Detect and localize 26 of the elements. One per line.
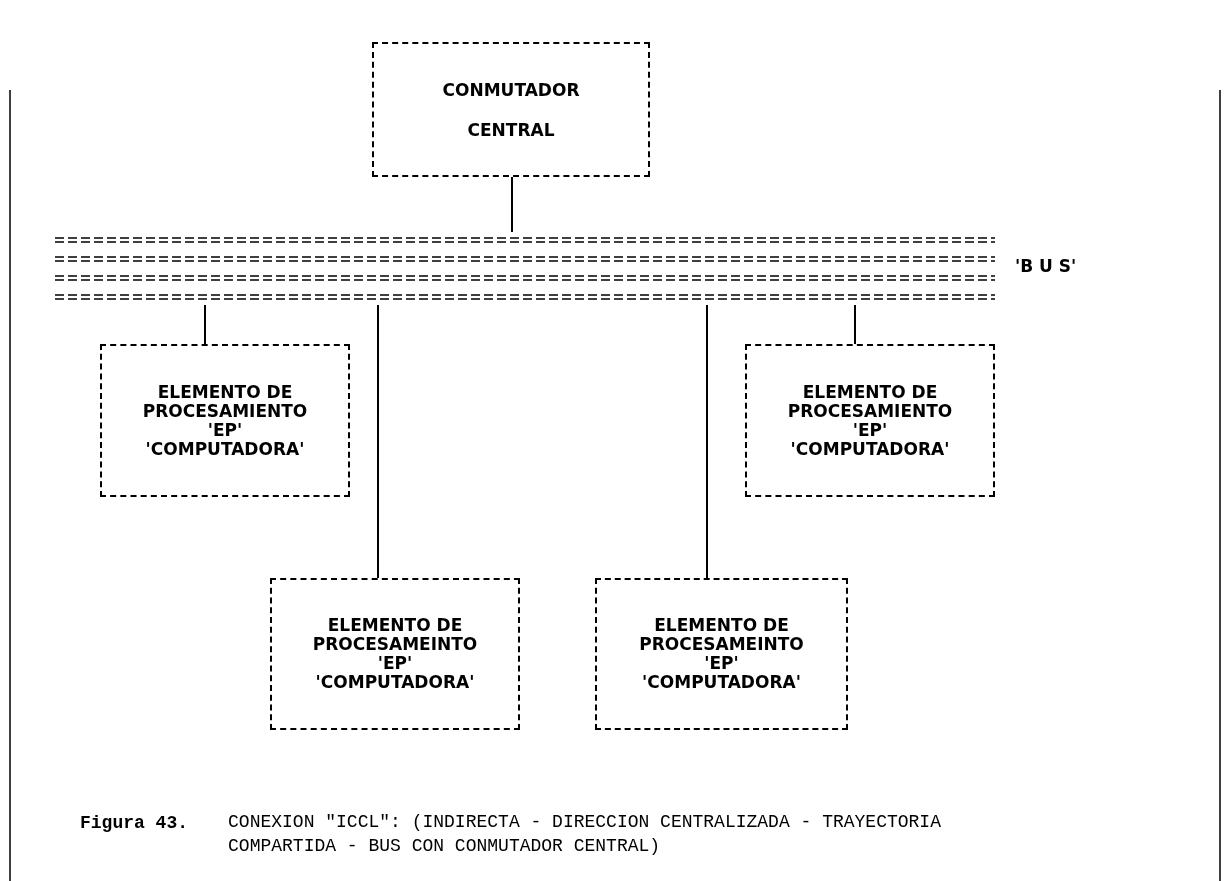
- box-text: ELEMENTO DE PROCESAMIENTO: [786, 382, 954, 421]
- process-box: [270, 578, 520, 730]
- box-text: 'COMPUTADORA': [145, 439, 305, 459]
- box-text: 'COMPUTADORA': [315, 673, 475, 692]
- process-box: [745, 344, 995, 497]
- figure-caption: CONEXION "ICCL": (INDIRECTA - DIRECCION CENTRALIZADA - TRAYECTORIA COMPARTIDA - BUS CON CONMUTADOR CENTRAL): [228, 811, 942, 858]
- process-box: [100, 344, 350, 497]
- figure-number: Figura 43.: [80, 812, 189, 835]
- box-text: ELEMENTO DE PROCESAMEINTO: [638, 616, 805, 654]
- box-text: 'EP': [704, 654, 739, 673]
- connector-line: [377, 304, 379, 579]
- box-text: 'EP': [852, 420, 888, 440]
- connector-line: [854, 304, 856, 345]
- process-box: [372, 42, 650, 177]
- connector-line: [204, 304, 206, 345]
- connector-line: [706, 304, 708, 579]
- box-text: 'EP': [207, 420, 243, 440]
- box-text: ELEMENTO DE PROCESAMIENTO: [141, 382, 309, 421]
- connector-line: [511, 176, 513, 233]
- box-text: 'COMPUTADORA': [790, 439, 950, 459]
- box-text: CONMUTADOR CENTRAL: [441, 78, 581, 142]
- box-text: ELEMENTO DE PROCESAMEINTO: [311, 616, 479, 654]
- bus-label: 'B U S': [1015, 255, 1077, 278]
- box-text: 'EP': [377, 654, 413, 673]
- process-box: [595, 578, 848, 730]
- box-text: 'COMPUTADORA': [642, 673, 801, 692]
